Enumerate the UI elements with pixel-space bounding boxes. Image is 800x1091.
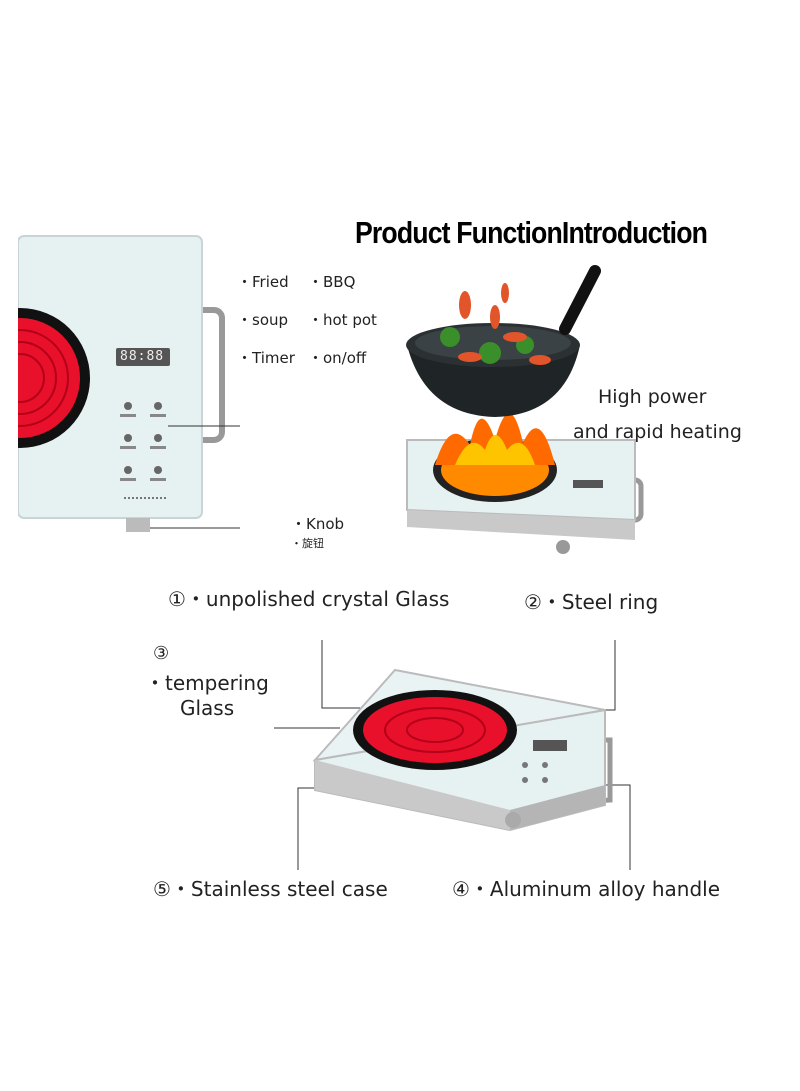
page-title: Product FunctionIntroduction: [355, 215, 708, 250]
feature-bbq: ・BBQ: [308, 273, 356, 291]
wok-cooktop-illustration: [406, 265, 644, 554]
cooktop-closeup-illustration: [0, 235, 240, 532]
part-5-caption: ⑤・Stainless steel case: [153, 877, 388, 901]
cooktop-parts-diagram: [274, 640, 631, 870]
feature-soup: ・soup: [237, 311, 289, 329]
heating-line-2: and rapid heating: [573, 421, 742, 443]
part-3-number: ③: [153, 643, 170, 664]
part-3-caption-line-2: Glass: [180, 696, 235, 720]
knob-label: ・Knob: [291, 515, 345, 533]
feature-timer: ・Timer: [237, 349, 295, 367]
feature-hot-pot: ・hot pot: [308, 311, 377, 329]
heating-line-1: High power: [598, 386, 707, 408]
feature-fried: ・Fried: [237, 273, 289, 291]
part-4-caption: ④・Aluminum alloy handle: [452, 877, 721, 901]
part-2-caption: ②・Steel ring: [524, 590, 659, 614]
feature-on-off: ・on/off: [308, 349, 367, 367]
part-1-caption: ①・unpolished crystal Glass: [168, 587, 450, 611]
display-digits: 88:88: [120, 349, 165, 364]
part-3-caption-line-1: ・tempering: [145, 671, 269, 695]
knob-label-cn: ・旋钮: [291, 537, 324, 550]
